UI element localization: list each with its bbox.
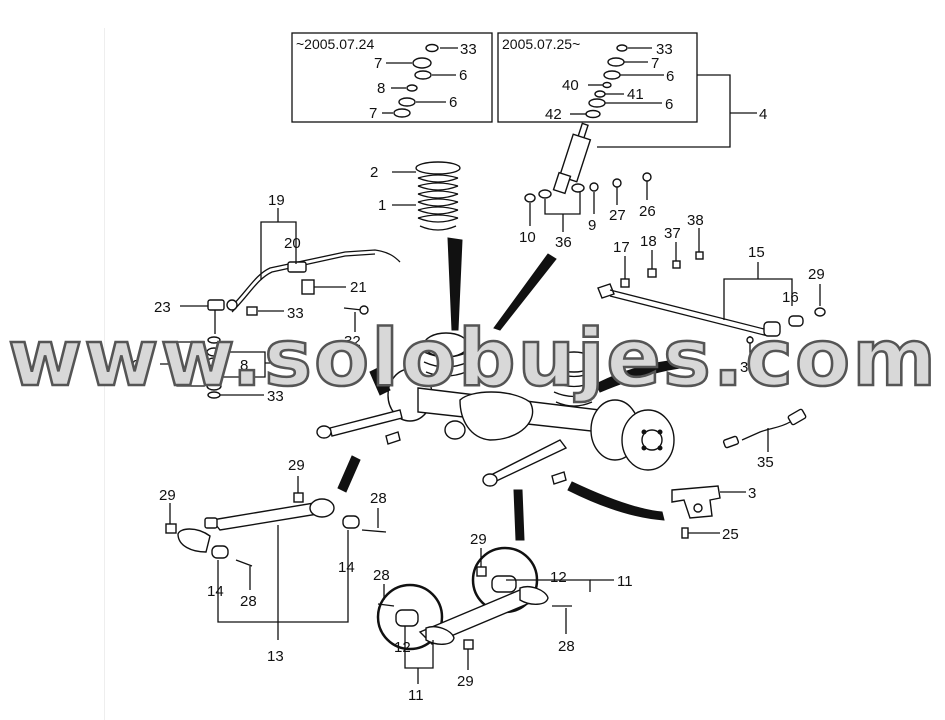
- callout-15: 15: [748, 244, 765, 261]
- callout-29: 29: [159, 487, 176, 504]
- rear-axle-assembly: [316, 332, 681, 487]
- callout-9: 9: [588, 217, 596, 234]
- callout-33: 33: [287, 305, 304, 322]
- callout-12: 12: [550, 569, 567, 586]
- callout-8: 8: [240, 357, 248, 374]
- inset-box-right-title: 2005.07.25~: [502, 36, 580, 52]
- callout-1: 1: [378, 197, 386, 214]
- callout-7: 7: [651, 55, 659, 72]
- callout-11: 11: [617, 573, 633, 590]
- sensor-harness-35: 35: [722, 408, 807, 471]
- callout-14: 14: [207, 583, 224, 600]
- callout-7: 7: [369, 105, 377, 122]
- callout-37: 37: [664, 225, 681, 242]
- callout-6: 6: [666, 68, 674, 85]
- callout-6: 6: [449, 94, 457, 111]
- callout-19: 19: [268, 192, 285, 209]
- callout-25: 25: [722, 526, 739, 543]
- nuts-26-27: 27 26: [609, 172, 656, 224]
- callout-26: 26: [639, 203, 656, 220]
- bracket-3: 3 25: [567, 481, 756, 543]
- callout-27: 27: [609, 207, 626, 224]
- callout-21: 21: [350, 279, 367, 296]
- callout-28: 28: [558, 638, 575, 655]
- callout-11: 11: [408, 687, 424, 704]
- coil-spring: 2 1: [370, 161, 463, 331]
- callout-33: 33: [460, 41, 477, 58]
- callout-41: 41: [627, 86, 644, 103]
- inset-box-before-2005-07-24: ~2005.07.24 33 7 6 8 6 7: [291, 32, 493, 123]
- callout-4: 4: [759, 106, 767, 123]
- inset-box-after-2005-07-25: 2005.07.25~ 33 7 6 40 41 6 42: [497, 32, 698, 123]
- callout-36: 36: [555, 234, 572, 251]
- callout-33: 33: [267, 388, 284, 405]
- callout-10: 10: [519, 229, 536, 246]
- callout-18: 18: [640, 233, 657, 250]
- callout-35: 35: [757, 454, 774, 471]
- diagram-background: [104, 28, 850, 720]
- highlight-circle: [376, 583, 444, 651]
- callout-30: 30: [740, 359, 757, 376]
- callout-32: 32: [344, 333, 361, 350]
- callout-17: 17: [613, 239, 630, 256]
- callout-29: 29: [288, 457, 305, 474]
- callout-7: 7: [374, 55, 382, 72]
- lateral-rod-15: 15 16 29 30: [597, 244, 826, 376]
- callout-8: 8: [377, 80, 385, 97]
- callout-3: 3: [748, 485, 756, 502]
- callout-28: 28: [373, 567, 390, 584]
- callout-28: 28: [370, 490, 387, 507]
- callout-22: 22: [285, 356, 302, 373]
- lower-control-arm-13: 29 29 28 28 14 14 13: [159, 455, 387, 665]
- callout-38: 38: [687, 212, 704, 229]
- fasteners-17-18-37-38: 17 18 37 38: [613, 212, 704, 288]
- callout-12: 12: [394, 639, 411, 656]
- callout-2: 2: [370, 164, 378, 181]
- callout-42: 42: [545, 106, 562, 123]
- callout-20: 20: [284, 235, 301, 252]
- stabilizer-link-bushings: 24 8 22 33: [132, 336, 302, 405]
- watermark: www.solobujes.com: [8, 314, 938, 404]
- callout-24: 24: [132, 357, 149, 374]
- callout-28: 28: [240, 593, 257, 610]
- callout-14: 14: [338, 559, 355, 576]
- callout-29: 29: [470, 531, 487, 548]
- callout-16: 16: [782, 289, 799, 306]
- callout-29: 29: [457, 673, 474, 690]
- callout-33: 33: [656, 41, 673, 58]
- callout-29: 29: [808, 266, 825, 283]
- callout-13: 13: [267, 648, 284, 665]
- callout-6: 6: [665, 96, 673, 113]
- callout-40: 40: [562, 77, 579, 94]
- lower-control-arm-11: 29 12 11 28 28 12 11 29: [373, 489, 633, 704]
- inset-box-left-title: ~2005.07.24: [296, 36, 374, 52]
- callout-6: 6: [459, 67, 467, 84]
- stabilizer-bar: 19 20 21 23 33 32: [154, 192, 401, 350]
- callout-23: 23: [154, 299, 171, 316]
- shock-absorber: 36 9 10: [493, 122, 599, 331]
